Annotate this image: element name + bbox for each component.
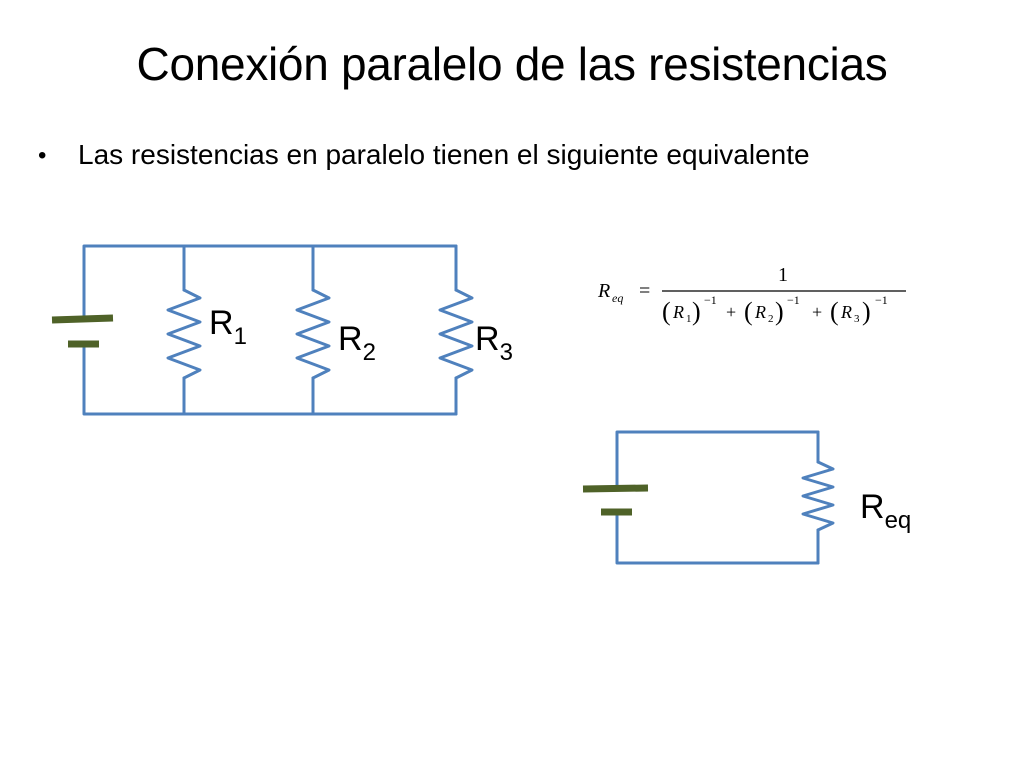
formula-paren-close: ) xyxy=(692,297,701,326)
bullet-text: Las resistencias en paralelo tienen el s… xyxy=(78,139,810,170)
bullet-dot: • xyxy=(38,142,47,169)
slide-title: Conexión paralelo de las resistencias xyxy=(136,38,888,90)
formula-plus-1: + xyxy=(726,302,736,322)
parallel-circuit-wires xyxy=(82,244,458,416)
label-r2: R2 xyxy=(338,320,376,366)
formula-numerator: 1 xyxy=(778,264,788,286)
label-r3: R3 xyxy=(475,320,513,366)
formula-paren-close: ) xyxy=(775,297,784,326)
resistor-r3-symbol xyxy=(438,288,474,380)
formula-term3-exp: −1 xyxy=(875,293,888,307)
formula-term2-var: R xyxy=(754,302,766,322)
formula-paren-open: ( xyxy=(662,297,671,326)
resistor-req-symbol xyxy=(801,460,835,532)
formula-term3-sub: 3 xyxy=(854,313,860,325)
formula-equals: = xyxy=(639,280,650,302)
label-req: Req xyxy=(860,488,912,534)
formula-term1-var: R xyxy=(672,302,684,322)
formula-paren-close: ) xyxy=(862,297,871,326)
formula-term2-exp: −1 xyxy=(787,293,800,307)
formula-term1-sub: 1 xyxy=(686,313,692,325)
resistor-r2-symbol xyxy=(295,288,331,380)
battery-parallel-symbol xyxy=(51,314,114,348)
formula-lhs-var: R xyxy=(597,280,610,302)
formula-lhs-sub: eq xyxy=(612,291,623,305)
formula-paren-open: ( xyxy=(830,297,839,326)
resistor-r1-symbol xyxy=(166,288,202,380)
formula-term3-var: R xyxy=(840,302,852,322)
formula-plus-2: + xyxy=(812,302,822,322)
equivalent-circuit-wires xyxy=(615,430,820,565)
formula-term2-sub: 2 xyxy=(768,313,774,325)
label-r1: R1 xyxy=(209,304,247,350)
battery-equivalent-symbol xyxy=(582,484,649,516)
formula-paren-open: ( xyxy=(744,297,753,326)
formula-term1-exp: −1 xyxy=(704,293,717,307)
